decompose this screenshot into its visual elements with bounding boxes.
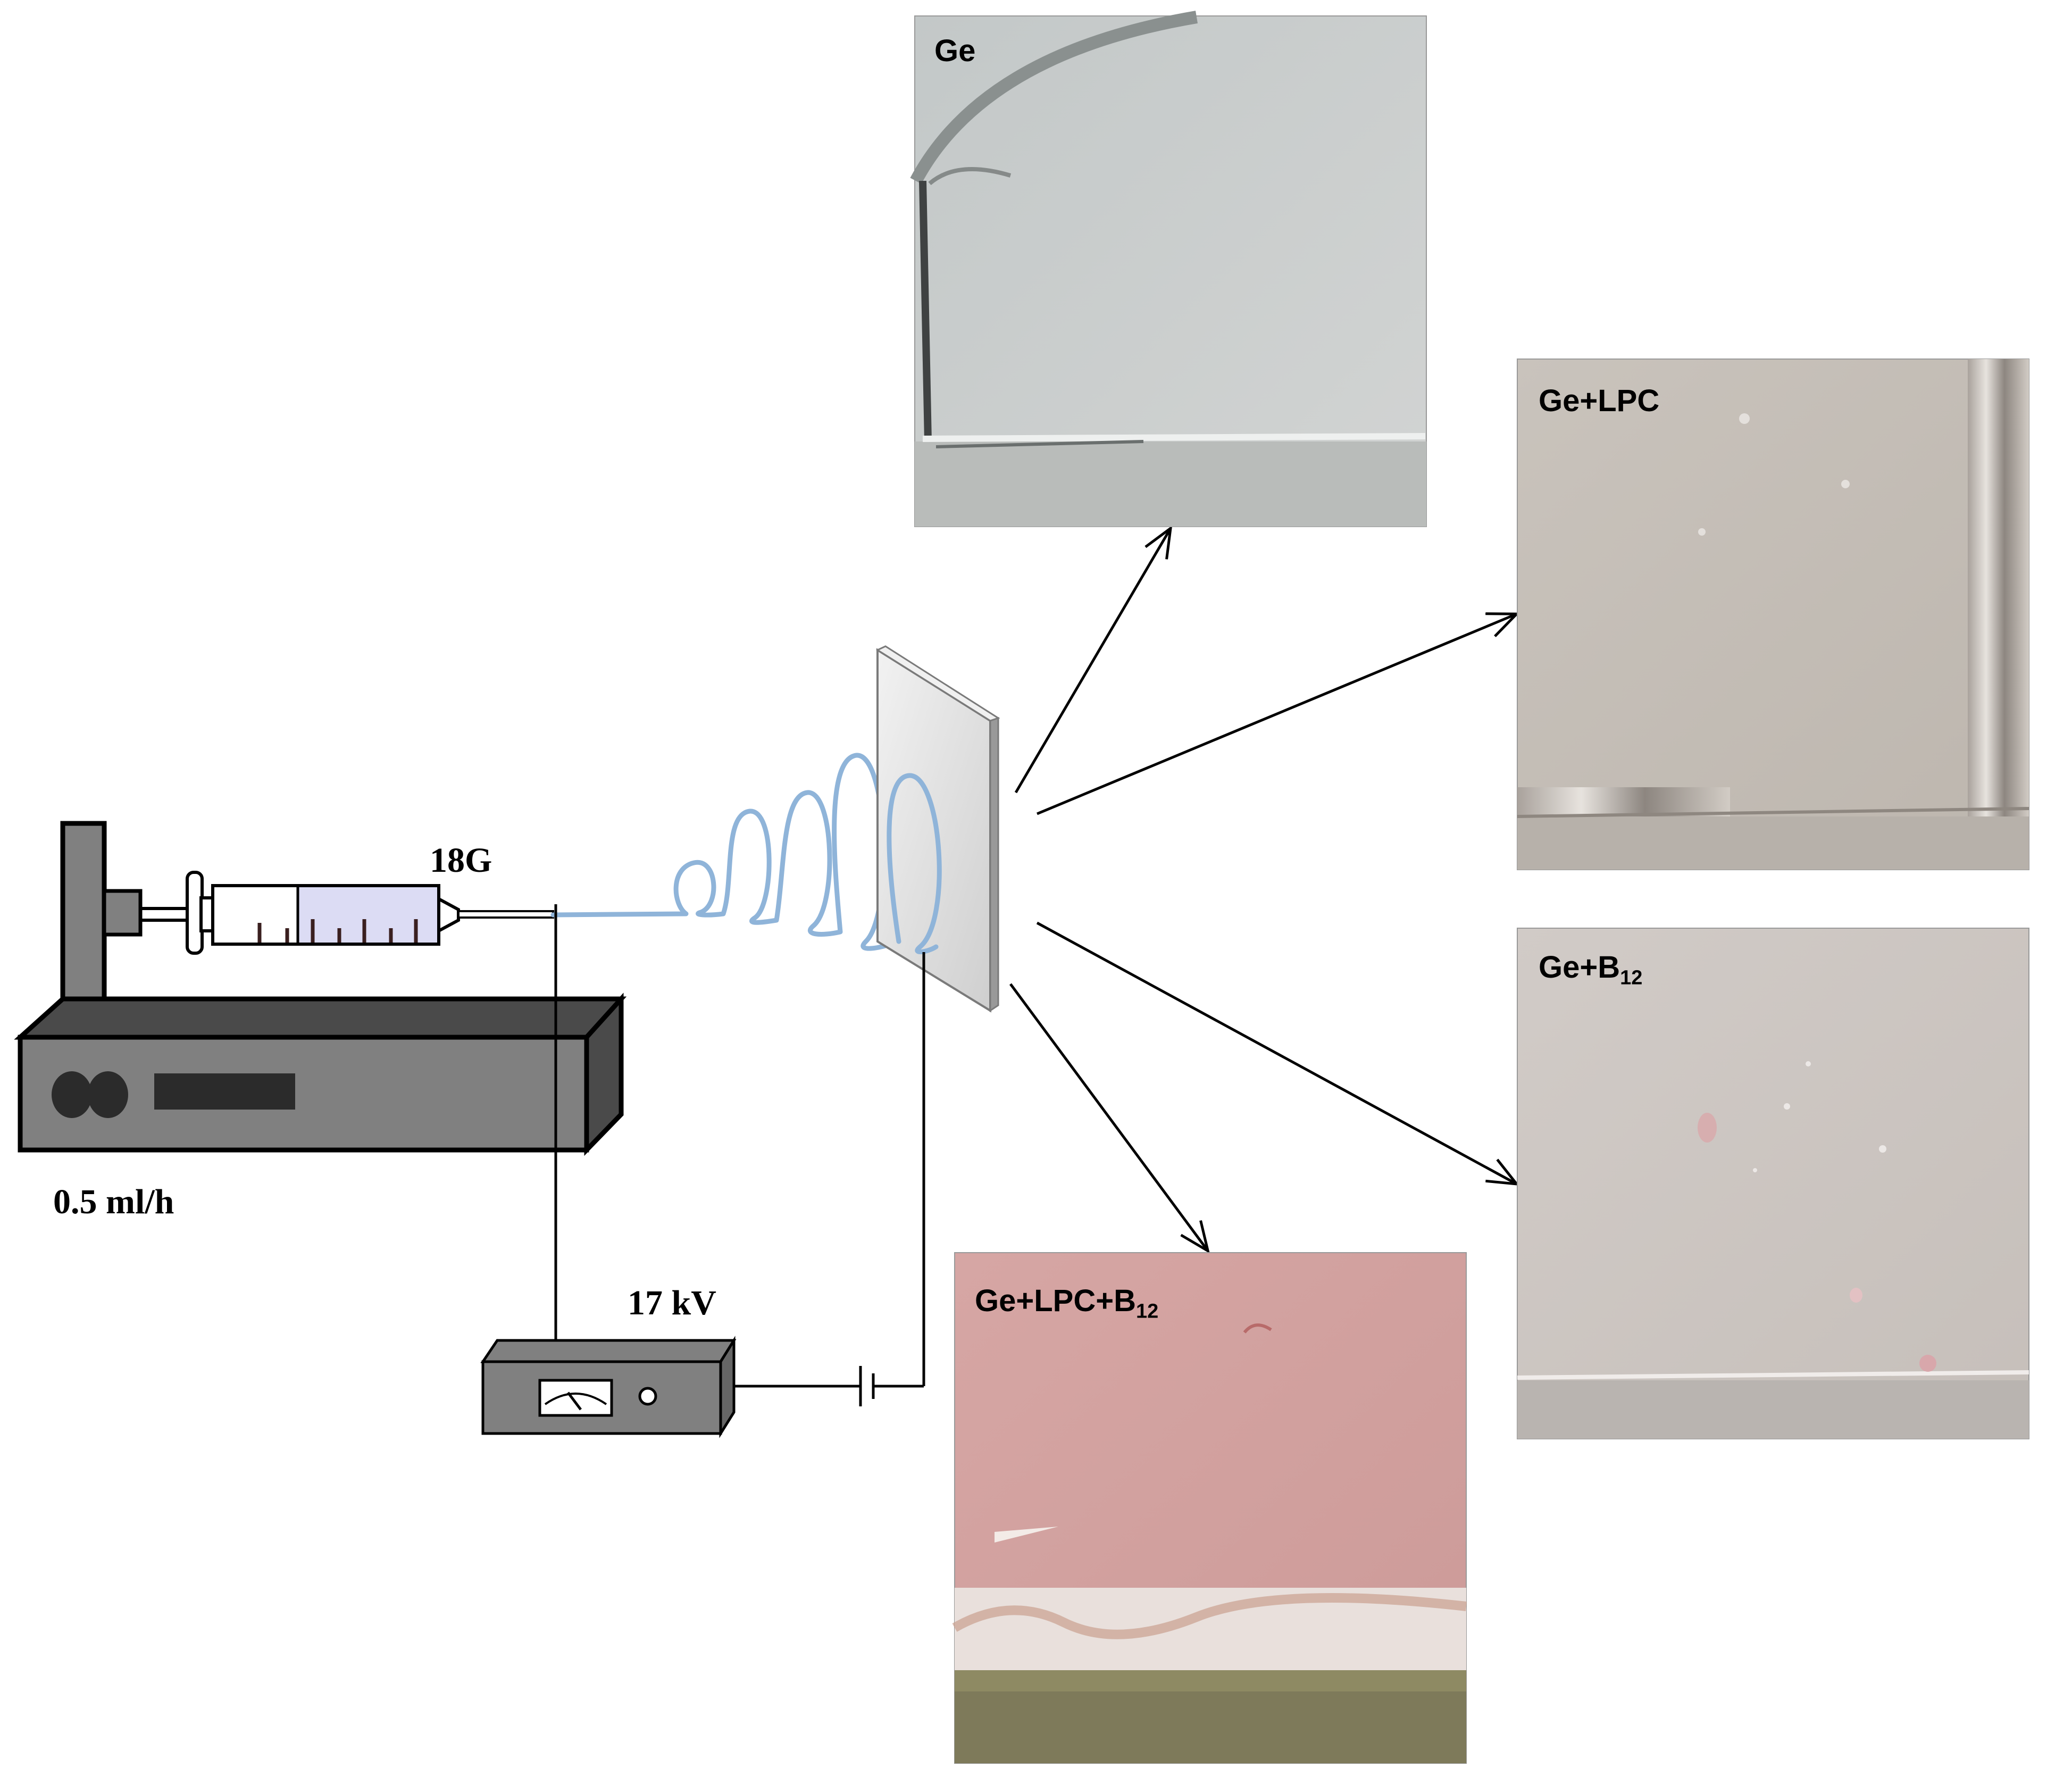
voltage-label: 17 kV xyxy=(628,1283,716,1322)
supply-meter xyxy=(538,1379,613,1417)
syringe-graduations xyxy=(257,919,418,943)
syringe-tip xyxy=(437,896,460,934)
collector-side xyxy=(989,716,999,1012)
sample-label-ge-lpc-b12-text: Ge+LPC+B xyxy=(975,1283,1136,1318)
arrow-to-ge-lpc xyxy=(1037,614,1516,815)
pump-display xyxy=(154,1073,295,1110)
photo-ge-lpc xyxy=(1517,359,2029,870)
plunger-head xyxy=(199,896,214,932)
sample-label-ge-lpc: Ge+LPC xyxy=(1539,383,1659,423)
collector-plate xyxy=(875,645,1000,1013)
sample-label-ge-b12-sub: 12 xyxy=(1620,966,1643,989)
sample-label-ge: Ge xyxy=(934,33,975,73)
arrow-to-ge-b12 xyxy=(1036,921,1516,1183)
sample-label-ge-lpc-text: Ge+LPC xyxy=(1539,384,1660,418)
sample-label-ge-text: Ge xyxy=(934,34,976,68)
pump-knob-left xyxy=(52,1071,92,1118)
syringe-liquid xyxy=(298,887,437,943)
supply-knob xyxy=(638,1387,657,1406)
photo-ge xyxy=(910,11,1427,527)
high-voltage-supply xyxy=(480,1336,737,1438)
sample-label-ge-b12-text: Ge+B xyxy=(1539,950,1620,985)
syringe xyxy=(139,871,554,955)
sample-label-ge-b12: Ge+B12 xyxy=(1539,949,1642,990)
needle-gauge-label: 18G xyxy=(430,841,492,880)
syringe-pump xyxy=(14,821,627,1156)
pump-top-face xyxy=(14,996,627,1040)
supply-side xyxy=(719,1336,736,1438)
photo-ge-lpc-b12 xyxy=(952,1252,1467,1764)
high-voltage-wiring xyxy=(554,904,925,1406)
supply-top xyxy=(480,1339,737,1363)
needle xyxy=(457,910,554,919)
result-arrows xyxy=(1009,529,1516,1250)
pump-side-face xyxy=(584,993,624,1156)
arrow-to-ge-lpc-b12 xyxy=(1009,983,1207,1250)
flow-rate-label: 0.5 ml/h xyxy=(53,1182,174,1221)
sample-label-ge-lpc-b12: Ge+LPC+B12 xyxy=(975,1283,1158,1323)
sample-label-ge-lpc-b12-sub: 12 xyxy=(1136,1300,1159,1323)
pump-stand xyxy=(60,821,107,1007)
photo-ge-b12 xyxy=(1517,928,2029,1439)
pump-pusher xyxy=(102,889,143,937)
meter-needle xyxy=(567,1391,582,1411)
pump-knob-right xyxy=(88,1071,128,1118)
arrow-to-ge xyxy=(1014,529,1170,794)
